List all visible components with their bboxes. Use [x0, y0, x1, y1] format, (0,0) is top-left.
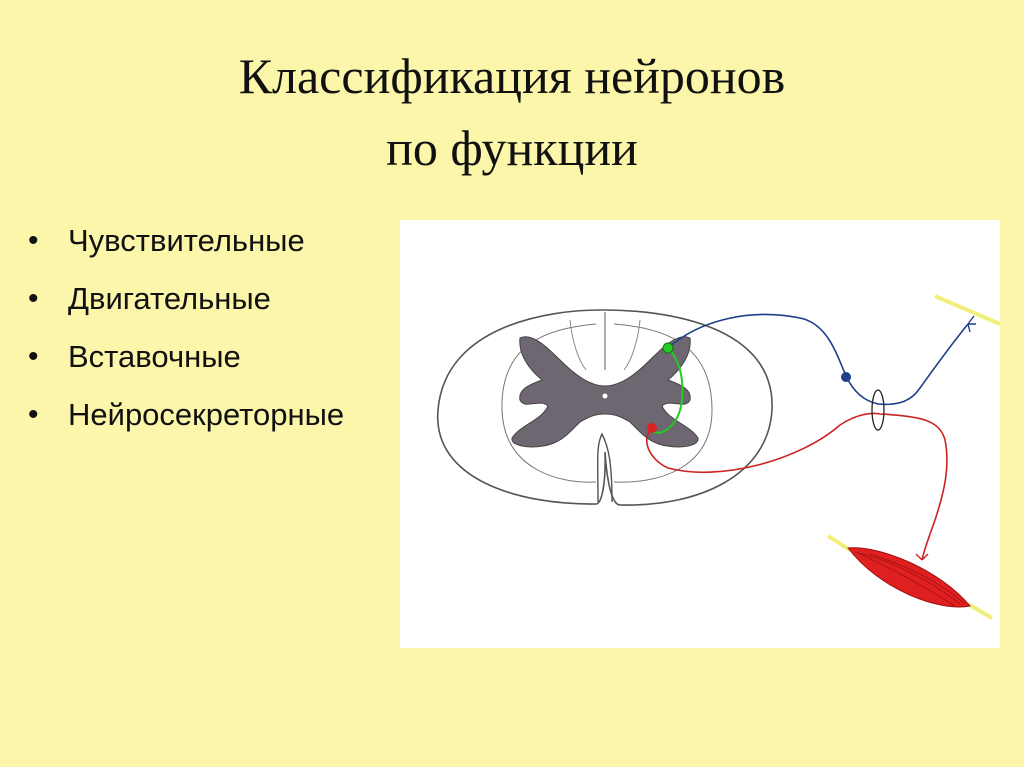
- reflex-arc-figure: [400, 220, 1000, 648]
- central-canal: [602, 393, 608, 399]
- title-line-2: по функции: [386, 120, 638, 176]
- skin-receptor-band: [934, 294, 1000, 326]
- sensory-neuron-fiber: [667, 313, 969, 406]
- receptor-ending: [967, 315, 976, 333]
- muscle-tendon: [826, 534, 994, 620]
- motor-neuron-fiber: [646, 412, 948, 561]
- motor-neuron-body: [647, 423, 657, 433]
- spinal-ganglion-ring: [871, 389, 885, 431]
- bullet-motor: Двигательные: [28, 270, 344, 328]
- bullet-sensory: Чувствительные: [28, 212, 344, 270]
- muscle-fibers: [854, 551, 966, 607]
- gray-matter: [511, 336, 699, 448]
- spinal-cord-outline: [437, 309, 773, 506]
- bullet-list: Чувствительные Двигательные Вставочные Н…: [28, 212, 344, 444]
- slide-title: Классификация нейронов по функции: [0, 40, 1024, 184]
- reflex-arc-diagram: [437, 294, 1000, 620]
- bullet-neurosecretory: Нейросекреторные: [28, 386, 344, 444]
- white-matter-boundary: [501, 323, 713, 483]
- dorsal-column-lines: [569, 319, 641, 371]
- bullet-interneuron: Вставочные: [28, 328, 344, 386]
- interneuron-body: [662, 342, 674, 354]
- motor-end-plate: [915, 553, 929, 561]
- title-line-1: Классификация нейронов: [238, 48, 786, 104]
- ventral-fissure: [596, 432, 613, 503]
- sensory-neuron-body: [841, 372, 851, 382]
